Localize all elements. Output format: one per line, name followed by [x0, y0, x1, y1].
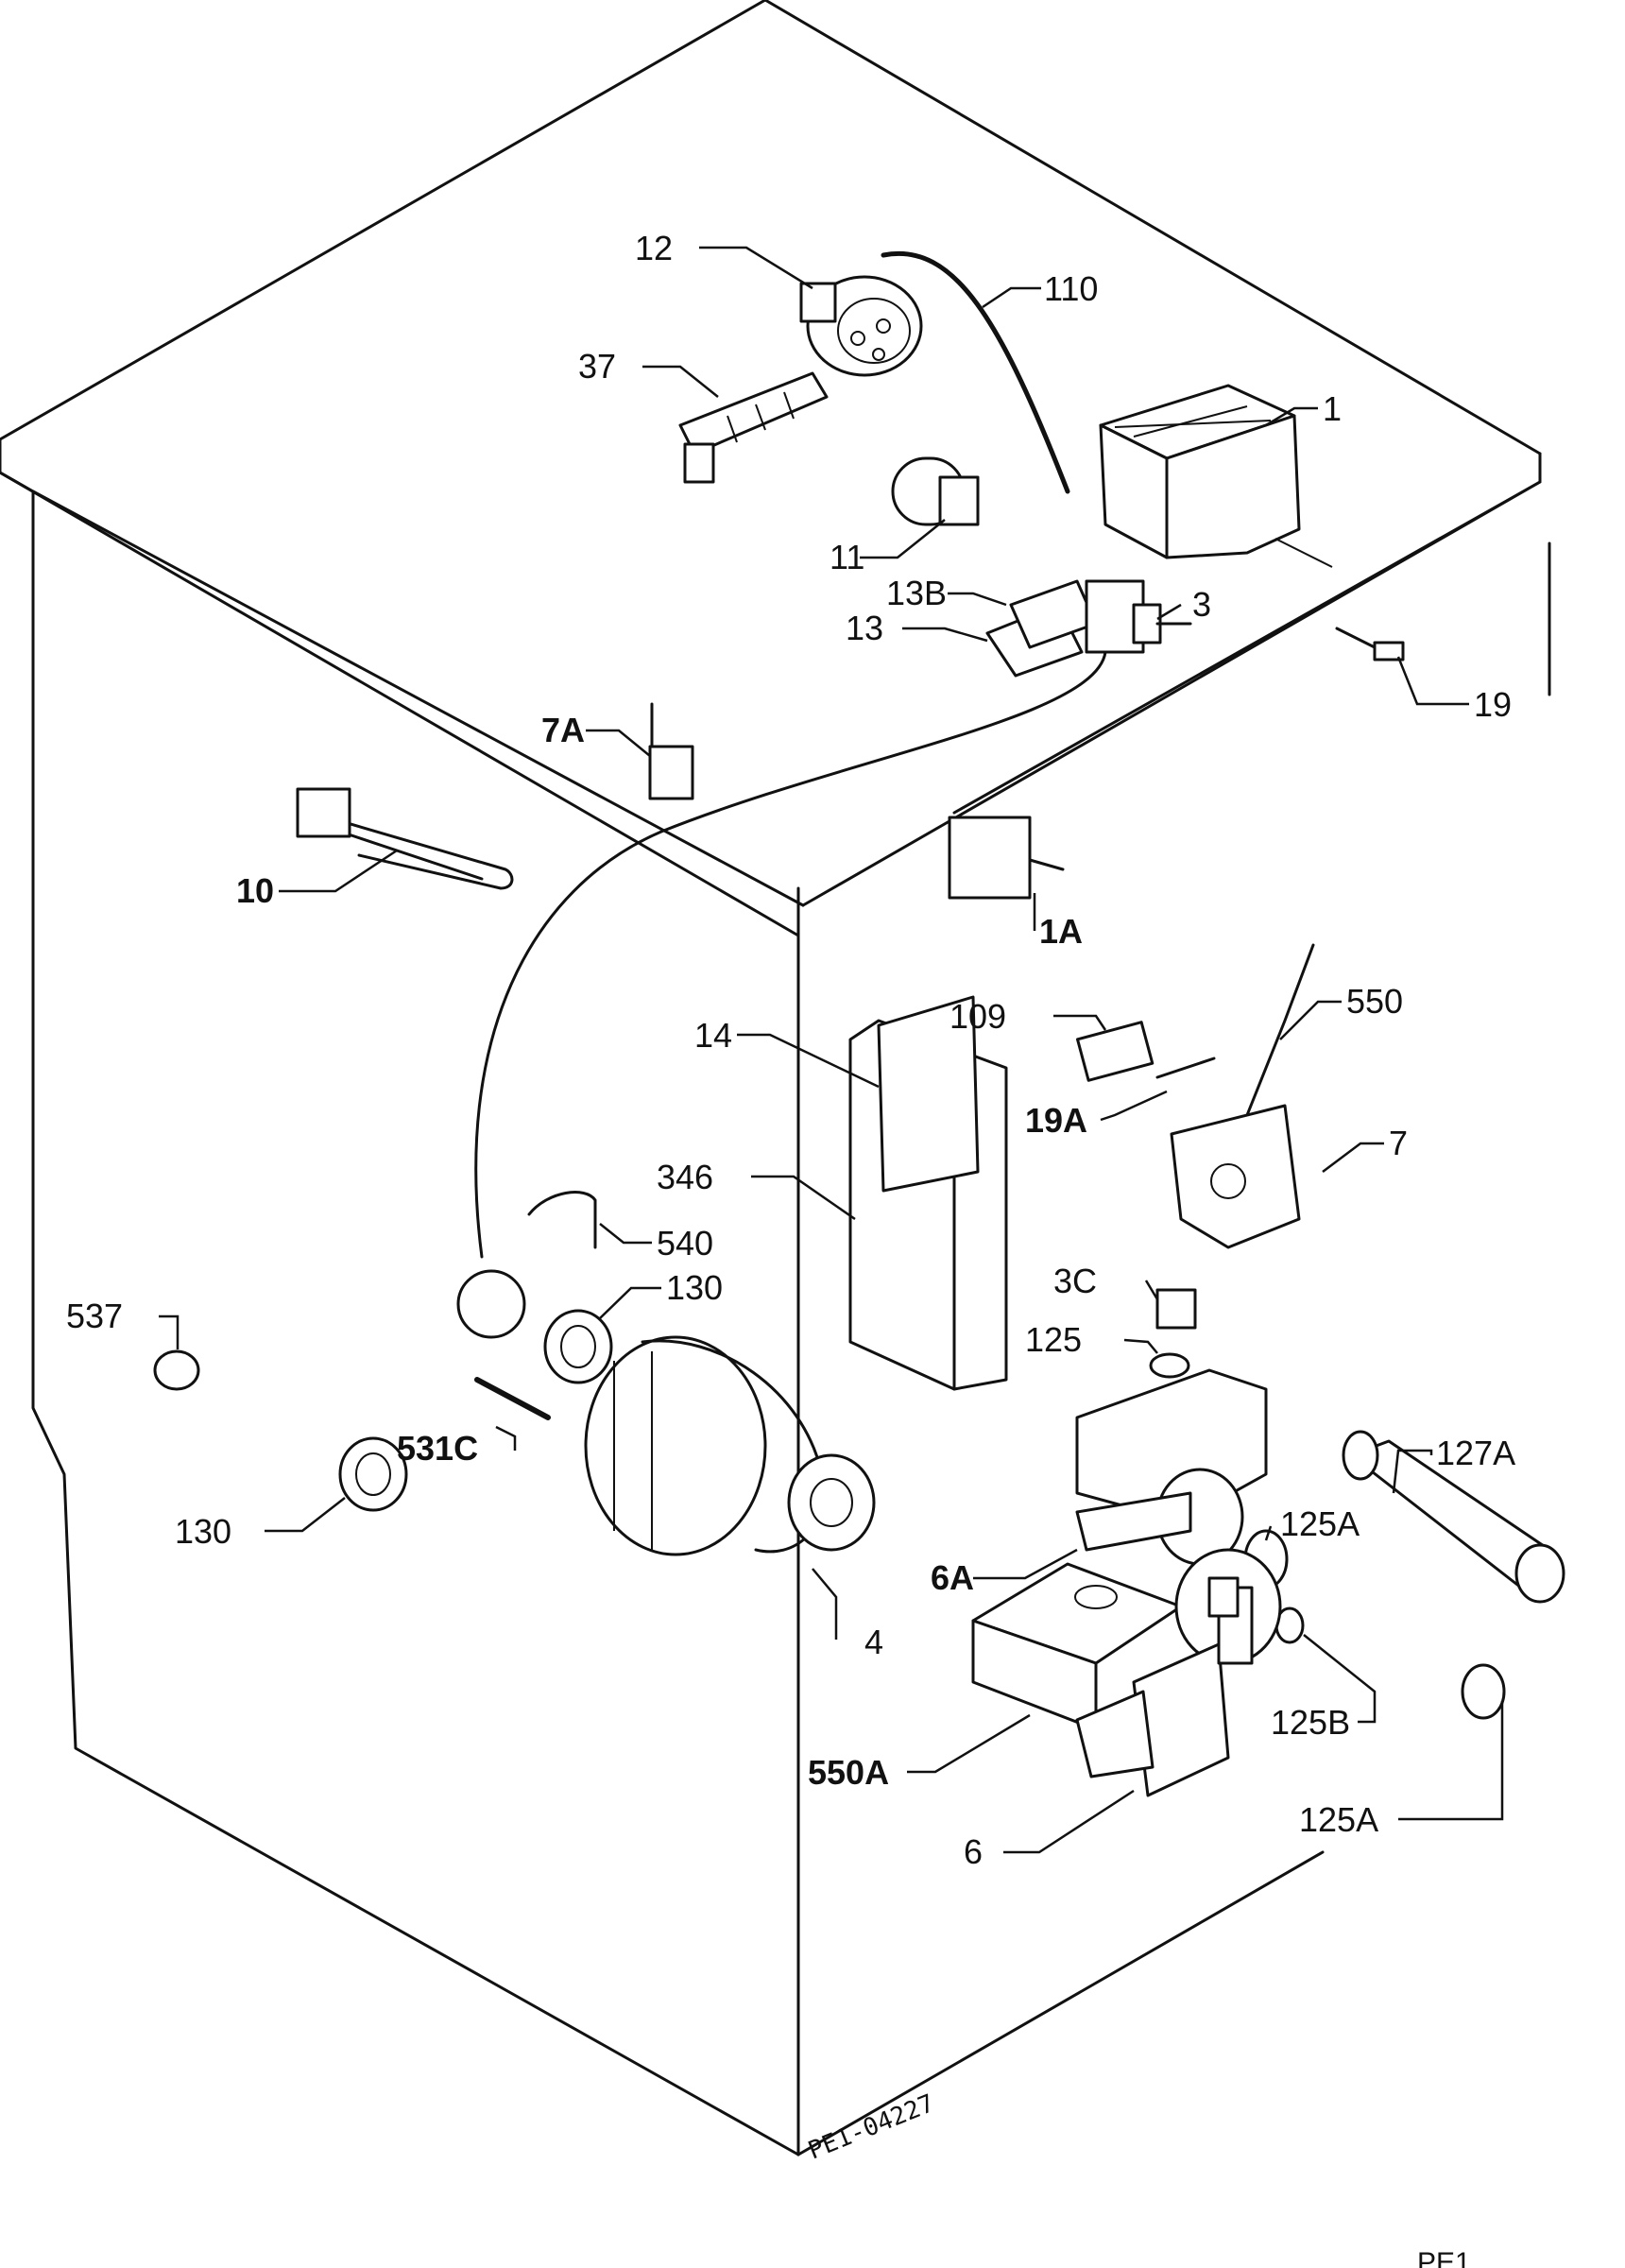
part-4-motor [584, 1335, 876, 1556]
label-125: 125 [1025, 1320, 1082, 1359]
part-11-capacitor [891, 456, 980, 526]
part-6a-pump-assembly [1075, 1288, 1268, 1566]
part-wiring [474, 650, 1107, 1259]
label-13: 13 [846, 609, 883, 647]
label-1: 1 [1323, 389, 1342, 428]
part-540-clip [527, 1191, 597, 1249]
drawing-reference: PE1-04227 [804, 2089, 938, 2166]
part-127a-hose [1342, 1430, 1565, 1604]
page-reference: PE1 [1417, 2247, 1471, 2268]
part-12-pressure-switch [799, 275, 923, 377]
label-7: 7 [1389, 1124, 1408, 1162]
label-531c: 531C [397, 1429, 478, 1468]
part-125-seals [1243, 1529, 1506, 1720]
part-7a-microswitch [648, 702, 694, 800]
label-12: 12 [635, 229, 673, 267]
part-13-connectors [985, 579, 1098, 678]
label-537: 537 [66, 1297, 123, 1335]
label-550a: 550A [808, 1753, 889, 1792]
leader-lines [159, 246, 1504, 1854]
part-130-grommets [338, 1269, 613, 1512]
part-1-programmer [1099, 384, 1333, 568]
label-10: 10 [236, 871, 274, 910]
label-346: 346 [657, 1158, 713, 1196]
label-7a: 7A [541, 711, 585, 749]
label-6: 6 [964, 1832, 983, 1871]
label-125a-lower: 125A [1299, 1800, 1378, 1839]
part-531c-screw [474, 1377, 551, 1420]
label-3: 3 [1192, 585, 1211, 624]
part-37-connector [678, 371, 829, 484]
cabinet-outline [0, 0, 1551, 2156]
label-11: 11 [830, 538, 864, 576]
part-109-lever [1075, 1021, 1155, 1082]
label-110: 110 [1044, 269, 1098, 308]
part-10-heater [296, 787, 514, 890]
part-3-switch [1085, 579, 1192, 654]
part-537-bung [153, 1349, 200, 1391]
callout-labels: 12 110 37 1 11 13B 13 3 19 7A 10 1A 14 1… [66, 229, 1515, 1871]
label-6a: 6A [931, 1558, 974, 1597]
part-19-probe [1335, 627, 1405, 662]
label-13b: 13B [886, 574, 947, 612]
part-550-door-lock [1155, 943, 1315, 1249]
label-130-lower: 130 [175, 1512, 231, 1551]
label-3c: 3C [1053, 1262, 1097, 1300]
label-109: 109 [949, 997, 1006, 1036]
label-540: 540 [657, 1224, 713, 1263]
label-125a-upper: 125A [1280, 1504, 1360, 1543]
label-37: 37 [578, 347, 616, 386]
label-19a: 19A [1025, 1101, 1087, 1140]
part-1a-switch [948, 816, 1065, 900]
label-4: 4 [864, 1623, 883, 1661]
part-6-drain-pump [1075, 1548, 1282, 1797]
label-125b: 125B [1271, 1703, 1350, 1742]
label-130-upper: 130 [666, 1268, 723, 1307]
part-346-dispenser [848, 995, 1008, 1391]
label-14: 14 [694, 1016, 732, 1055]
label-550: 550 [1346, 982, 1403, 1021]
part-110-hose [881, 250, 1070, 494]
label-127a: 127A [1436, 1434, 1515, 1472]
label-19: 19 [1474, 685, 1512, 724]
label-1a: 1A [1039, 912, 1083, 951]
